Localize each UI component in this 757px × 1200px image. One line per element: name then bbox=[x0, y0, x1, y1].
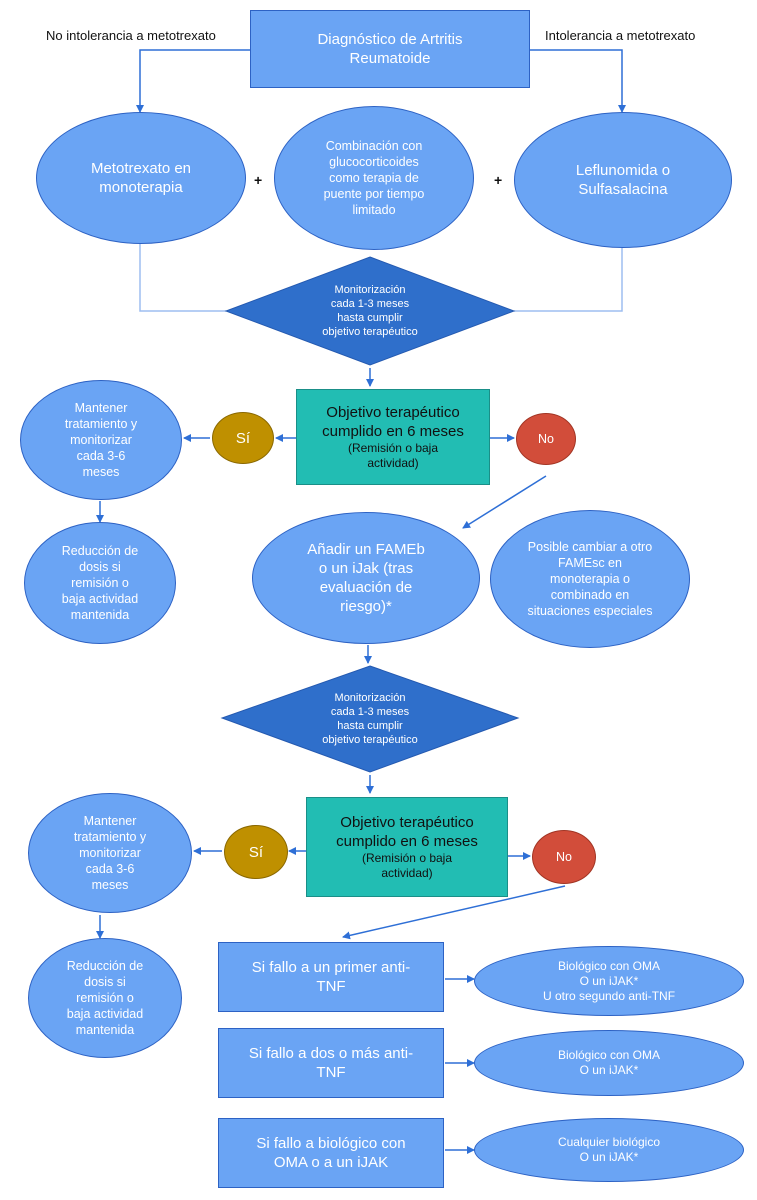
fallo1-box: Si fallo a un primer anti- TNF bbox=[218, 942, 444, 1012]
fallo3-box: Si fallo a biológico con OMA o a un iJAK bbox=[218, 1118, 444, 1188]
arrow-no2-to-fallo bbox=[342, 885, 566, 940]
fameb-text: Añadir un FAMEb o un iJak (tras evaluaci… bbox=[307, 541, 425, 615]
fameb-ellipse: Añadir un FAMEb o un iJak (tras evaluaci… bbox=[252, 512, 480, 644]
plus-sign-left: + bbox=[254, 172, 263, 188]
line-leflunomida-to-monitor1 bbox=[514, 248, 623, 312]
si2-circle: Sí bbox=[224, 825, 288, 879]
arrow-diagnosis-to-leflunomida bbox=[530, 49, 626, 113]
monitor1-text: Monitorización cada 1-3 meses hasta cump… bbox=[322, 284, 418, 338]
objetivo2-sub-text: (Remisión o baja actividad) bbox=[361, 851, 453, 880]
reduccion1-text: Reducción de dosis si remisión o baja ac… bbox=[61, 544, 139, 622]
res3-ellipse: Cualquier biológico O un iJAK* bbox=[474, 1118, 744, 1182]
objetivo2-box: Objetivo terapéutico cumplido en 6 meses… bbox=[306, 797, 508, 897]
reduccion2-text: Reducción de dosis si remisión o baja ac… bbox=[66, 959, 144, 1037]
no2-text: No bbox=[556, 850, 572, 864]
fallo1-text: Si fallo a un primer anti- TNF bbox=[251, 959, 411, 995]
objetivo1-sub-text: (Remisión o baja actividad) bbox=[347, 441, 439, 470]
reduccion1-ellipse: Reducción de dosis si remisión o baja ac… bbox=[24, 522, 176, 644]
mantener1-text: Mantener tratamiento y monitorizar cada … bbox=[64, 401, 138, 479]
mantener1-ellipse: Mantener tratamiento y monitorizar cada … bbox=[20, 380, 182, 500]
famesc-ellipse: Posible cambiar a otro FAMEsc en monoter… bbox=[490, 510, 690, 648]
arrow-diagnosis-to-metotrexato bbox=[136, 49, 250, 113]
leflunomida-ellipse: Leflunomida o Sulfasalacina bbox=[514, 112, 732, 248]
glucocorticoides-text: Combinación con glucocorticoides como te… bbox=[323, 139, 425, 217]
reduccion2-ellipse: Reducción de dosis si remisión o baja ac… bbox=[28, 938, 182, 1058]
res1-ellipse: Biológico con OMA O un iJAK* U otro segu… bbox=[474, 946, 744, 1016]
line-metotrexato-to-monitor1 bbox=[139, 243, 226, 312]
fallo2-text: Si fallo a dos o más anti- TNF bbox=[248, 1045, 414, 1081]
metotrexato-ellipse: Metotrexato en monoterapia bbox=[36, 112, 246, 244]
leflunomida-text: Leflunomida o Sulfasalacina bbox=[575, 162, 671, 198]
arrow-no1-to-fameb bbox=[462, 475, 547, 529]
res1-text: Biológico con OMA O un iJAK* U otro segu… bbox=[542, 958, 676, 1003]
diagnosis-box: Diagnóstico de Artritis Reumatoide bbox=[250, 10, 530, 88]
no1-text: No bbox=[538, 432, 554, 446]
glucocorticoides-ellipse: Combinación con glucocorticoides como te… bbox=[274, 106, 474, 250]
metotrexato-text: Metotrexato en monoterapia bbox=[90, 160, 192, 196]
plus-sign-right: + bbox=[494, 172, 503, 188]
fallo3-text: Si fallo a biológico con OMA o a un iJAK bbox=[256, 1135, 406, 1171]
res2-ellipse: Biológico con OMA O un iJAK* bbox=[474, 1030, 744, 1096]
res2-text: Biológico con OMA O un iJAK* bbox=[557, 1048, 661, 1077]
si2-text: Sí bbox=[248, 843, 264, 861]
label-intolerancia: Intolerancia a metotrexato bbox=[545, 28, 696, 43]
mantener2-ellipse: Mantener tratamiento y monitorizar cada … bbox=[28, 793, 192, 913]
no1-circle: No bbox=[516, 413, 576, 465]
objetivo2-main-text: Objetivo terapéutico cumplido en 6 meses bbox=[336, 814, 478, 850]
monitor2-label: Monitorización cada 1-3 meses hasta cump… bbox=[290, 686, 450, 752]
mantener2-text: Mantener tratamiento y monitorizar cada … bbox=[73, 814, 147, 892]
no2-circle: No bbox=[532, 830, 596, 884]
decision-diamond-1 bbox=[224, 256, 516, 366]
decision-diamond-2 bbox=[220, 665, 520, 773]
objetivo1-box: Objetivo terapéutico cumplido en 6 meses… bbox=[296, 389, 490, 485]
si1-text: Sí bbox=[235, 429, 251, 447]
objetivo1-main-text: Objetivo terapéutico cumplido en 6 meses bbox=[322, 404, 464, 440]
fallo2-box: Si fallo a dos o más anti- TNF bbox=[218, 1028, 444, 1098]
label-no-intolerancia: No intolerancia a metotrexato bbox=[46, 28, 216, 43]
monitor2-text: Monitorización cada 1-3 meses hasta cump… bbox=[322, 692, 418, 746]
res3-text: Cualquier biológico O un iJAK* bbox=[557, 1135, 661, 1164]
diagnosis-text: Diagnóstico de Artritis Reumatoide bbox=[317, 31, 463, 67]
famesc-text: Posible cambiar a otro FAMEsc en monoter… bbox=[527, 540, 653, 618]
monitor1-label: Monitorización cada 1-3 meses hasta cump… bbox=[290, 278, 450, 344]
si1-circle: Sí bbox=[212, 412, 274, 464]
